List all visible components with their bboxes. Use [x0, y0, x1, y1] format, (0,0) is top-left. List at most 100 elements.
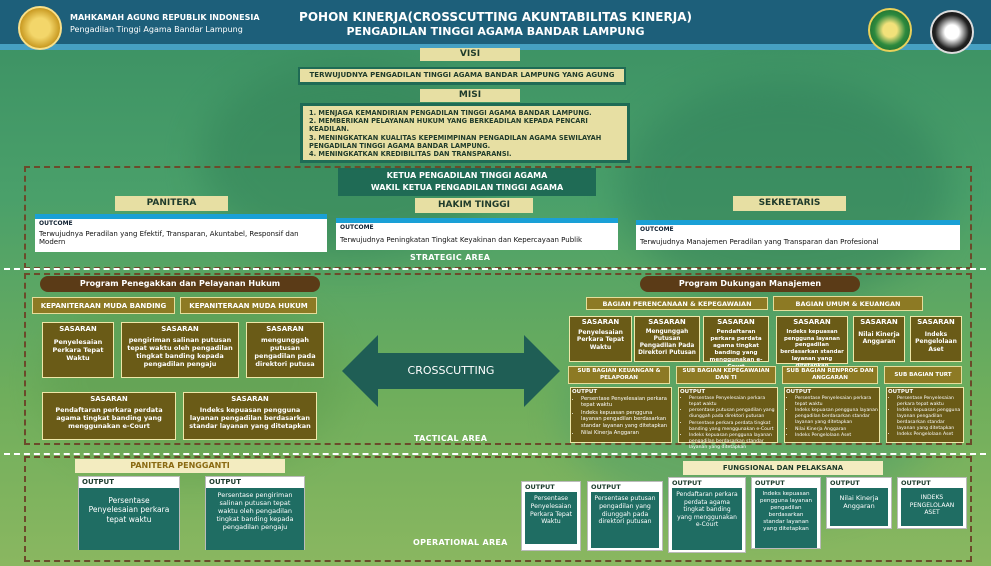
sub-output-item: Indeks kepuasan pengguna layanan pengadi… [795, 408, 878, 425]
output-text: Nilai Kinerja Anggaran [830, 488, 888, 527]
sasaran-text: pengiriman salinan putusan tepat waktu o… [127, 335, 233, 369]
sasaran-card: SASARAN mengunggah putusan pengadilan pa… [246, 322, 324, 378]
leader-box: KETUA PENGADILAN TINGGI AGAMA WAKIL KETU… [338, 168, 596, 196]
output-label: OUTPUT [888, 389, 914, 395]
sub-bagian-turt: SUB BAGIAN TURT [884, 366, 962, 384]
output-label: OUTPUT [755, 479, 785, 487]
sasaran-card: SASARAN Pendaftaran perkara perdata agam… [42, 392, 176, 440]
output-label: OUTPUT [672, 479, 702, 487]
sub-bagian-keuangan: SUB BAGIAN KEUANGAN & PELAPORAN [568, 366, 670, 384]
sasaran-card: SASARAN pengiriman salinan putusan tepat… [121, 322, 239, 378]
sub-output-item: Persentase Penyelesaian perkara tepat wa… [581, 396, 670, 409]
operational-frame [24, 456, 972, 562]
strategic-area-label: STRATEGIC AREA [410, 253, 491, 262]
output-card: OUTPUT INDEKS PENGELOLAAN ASET [897, 477, 967, 529]
crosscutting-arrow [342, 335, 560, 407]
visi-box: TERWUJUDNYA PENGADILAN TINGGI AGAMA BAND… [298, 67, 626, 85]
sasaran-text: Indeks Pengelolaan Aset [915, 330, 957, 353]
sasaran-text: Pendaftaran perkara perdata agama tingka… [55, 405, 163, 430]
sasaran-text: Indeks kepuasan pengguna layanan pengadi… [780, 328, 844, 369]
sub-bagian-kepegawaian: SUB BAGIAN KEPEGAWAIAN DAN TI [676, 366, 776, 384]
sub-output-item: Nilai Kinerja Anggaran [581, 430, 670, 437]
fungsional-label: FUNGSIONAL DAN PELAKSANA [683, 461, 883, 475]
wakil-ketua-title: WAKIL KETUA PENGADILAN TINGGI AGAMA [370, 183, 564, 192]
output-card: OUTPUT Persentase pengiriman salinan put… [205, 476, 305, 550]
outcome-panitera: OUTCOME Terwujudnya Peradilan yang Efekt… [35, 214, 327, 252]
sasaran-label: SASARAN [59, 325, 97, 333]
sub-output-item: Persentase perkara perdata tingkat bandi… [689, 421, 776, 432]
misi-item: 2. MEMBERIKAN PELAYANAN HUKUM YANG BERKE… [309, 117, 588, 134]
output-label: OUTPUT [830, 479, 860, 487]
output-card: OUTPUT Persentase Penyelesaian Perkara T… [521, 481, 581, 551]
outcome-hakim: OUTCOME Terwujudnya Peningkatan Tingkat … [336, 218, 618, 250]
header-bar [0, 0, 991, 50]
misi-list: 1. MENJAGA KEMANDIRIAN PENGADILAN TINGGI… [303, 106, 627, 160]
output-card: OUTPUT Indeks kepuasan pengguna layanan … [751, 477, 821, 549]
output-label: OUTPUT [572, 389, 598, 395]
sasaran-label: SASARAN [860, 318, 898, 326]
visi-label: VISI [420, 48, 520, 61]
misi-item: 3. MENINGKATKAN KUALITAS KEPEMIMPINAN PE… [309, 133, 602, 150]
misi-item: 1. MENJAGA KEMANDIRIAN PENGADILAN TINGGI… [309, 109, 592, 117]
sub-output-item: Indeks Pengelolaan Aset [795, 433, 878, 439]
sasaran-label: SASARAN [648, 318, 686, 326]
sasaran-label: SASARAN [793, 318, 831, 326]
output-label: OUTPUT [525, 483, 555, 491]
sasaran-card: SASARAN Indeks Pengelolaan Aset [910, 316, 962, 362]
sasaran-label: SASARAN [266, 325, 304, 333]
sasaran-text: Nilai Kinerja Anggaran [858, 330, 900, 346]
tactical-frame [24, 273, 972, 445]
outcome-text: Terwujudnya Peradilan yang Efektif, Tran… [39, 229, 299, 247]
sasaran-card: SASARAN Indeks kepuasan pengguna layanan… [776, 316, 848, 369]
outcome-label: OUTCOME [340, 224, 374, 231]
bagian-umum: BAGIAN UMUM & KEUANGAN [773, 296, 923, 311]
sekretaris-label: SEKRETARIS [733, 196, 846, 211]
sasaran-card: SASARAN Indeks kepuasan pengguna layanan… [183, 392, 317, 440]
output-label: OUTPUT [680, 389, 706, 395]
sasaran-card: SASARAN Pendaftaran perkara perdata agam… [703, 316, 769, 370]
zona-integritas-logo [930, 10, 974, 54]
hakim-tinggi-label: HAKIM TINGGI [415, 198, 533, 213]
output-text: Persentase Penyelesaian Perkara Tepat Wa… [525, 492, 577, 545]
sasaran-label: SASARAN [161, 325, 199, 333]
sub-output-item: Nilai Kinerja Anggaran [795, 427, 878, 433]
divider [4, 268, 986, 270]
output-text: Persentase Penyelesaian perkara tepat wa… [79, 487, 179, 550]
sasaran-card: SASARAN Nilai Kinerja Anggaran [853, 316, 905, 362]
sub-output-card: OUTPUT Persentase Penyelesaian perkara t… [570, 387, 672, 443]
bagian-perencanaan: BAGIAN PERENCANAAN & KEPEGAWAIAN [586, 297, 768, 310]
output-card: OUTPUT Pendaftaran perkara perdata agama… [668, 477, 746, 553]
outcome-sekretaris: OUTCOME Terwujudnya Manajemen Peradilan … [636, 220, 960, 250]
sub-output-item: Indeks Pengelolaan Aset [897, 432, 962, 438]
output-text: Persentase putusan pengadilan yang diung… [591, 492, 659, 549]
pta-logo [868, 8, 912, 52]
sub-output-item: Indeks kepuasan pengguna layanan pengadi… [689, 433, 776, 450]
output-card: OUTPUT Nilai Kinerja Anggaran [826, 477, 892, 529]
sub-output-item: persentase putusan pengadilan yang diung… [689, 408, 776, 419]
background-foliage [620, 80, 950, 300]
operational-area-label: OPERATIONAL AREA [413, 538, 508, 547]
misi-label: MISI [420, 89, 520, 102]
sasaran-label: SASARAN [917, 318, 955, 326]
output-text: Indeks kepuasan pengguna layanan pengadi… [755, 488, 817, 549]
output-card: OUTPUT Persentase Penyelesaian perkara t… [78, 476, 180, 550]
sasaran-label: SASARAN [717, 318, 755, 326]
header-stripe [0, 44, 991, 50]
sasaran-card: SASARAN Penyelesaian Perkara Tepat Waktu [42, 322, 114, 378]
panitera-pengganti-label: PANITERA PENGGANTI [75, 459, 285, 473]
sub-output-item: Persentase Penyelesaian perkara tepat wa… [795, 396, 878, 407]
output-label: OUTPUT [591, 483, 621, 491]
output-label: OUTPUT [82, 478, 114, 486]
sasaran-text: Pendaftaran perkara perdata agama tingka… [709, 328, 763, 370]
page-title: POHON KINERJA(CROSSCUTTING AKUNTABILITAS… [299, 10, 692, 24]
page-subtitle: PENGADILAN TINGGI AGAMA BANDAR LAMPUNG [346, 25, 645, 38]
sub-output-item: Indeks kepuasan pengguna layanan pengadi… [897, 408, 962, 431]
kepaniteraan-banding: KEPANITERAAN MUDA BANDING [32, 297, 175, 314]
sasaran-card: SASARAN Mengunggah Putusan Pengadilan Pa… [634, 316, 700, 362]
output-text: Persentase pengiriman salinan putusan te… [206, 487, 304, 550]
sasaran-text: Mengunggah Putusan Pengadilan Pada Direk… [638, 328, 696, 357]
org-subname: Pengadilan Tinggi Agama Bandar Lampung [70, 25, 243, 34]
sub-output-card: OUTPUT Persentase Penyelesaian perkara t… [784, 387, 880, 443]
sasaran-card: SASARAN Penyelesaian Perkara Tepat Waktu [569, 316, 632, 362]
outcome-label: OUTCOME [39, 220, 73, 227]
